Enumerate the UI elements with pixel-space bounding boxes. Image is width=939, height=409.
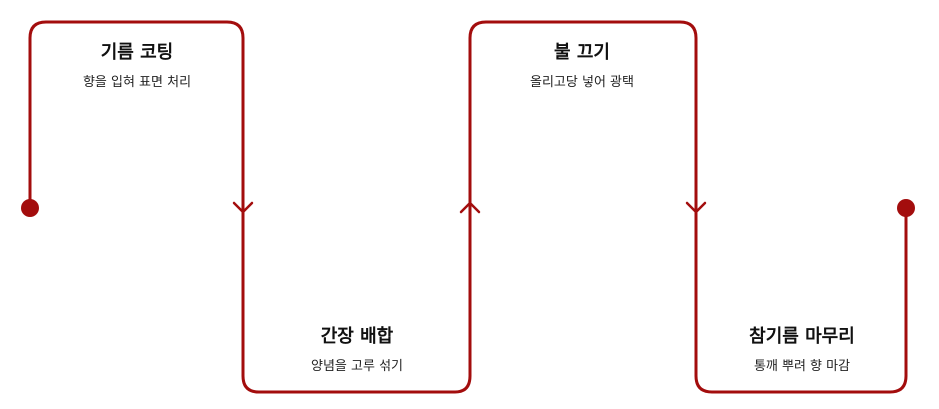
step-description: 통깨 뿌려 향 마감 [753, 359, 851, 374]
end-dot [897, 199, 915, 217]
down-arrow-icon [685, 201, 707, 214]
step-title: 간장 배합 [320, 326, 394, 347]
step-description: 양념을 고루 섞기 [311, 359, 403, 374]
step-title: 기름 코팅 [100, 42, 174, 63]
start-dot [21, 199, 39, 217]
step-description: 향을 입혀 표면 처리 [82, 75, 192, 90]
step-title: 불 끄기 [554, 42, 610, 63]
step-soy-sauce-mix: 간장 배합 양념을 고루 섞기 [247, 326, 467, 376]
step-description: 올리고당 넣어 광택 [530, 75, 634, 90]
up-arrow-icon [459, 201, 481, 214]
step-turn-off-heat: 불 끄기 올리고당 넣어 광택 [472, 42, 692, 92]
step-oil-coating: 기름 코팅 향을 입혀 표면 처리 [27, 42, 247, 92]
step-sesame-oil-finish: 참기름 마무리 통깨 뿌려 향 마감 [692, 326, 912, 376]
flow-path [28, 20, 908, 394]
down-arrow-icon [232, 201, 254, 214]
step-title: 참기름 마무리 [749, 326, 855, 347]
